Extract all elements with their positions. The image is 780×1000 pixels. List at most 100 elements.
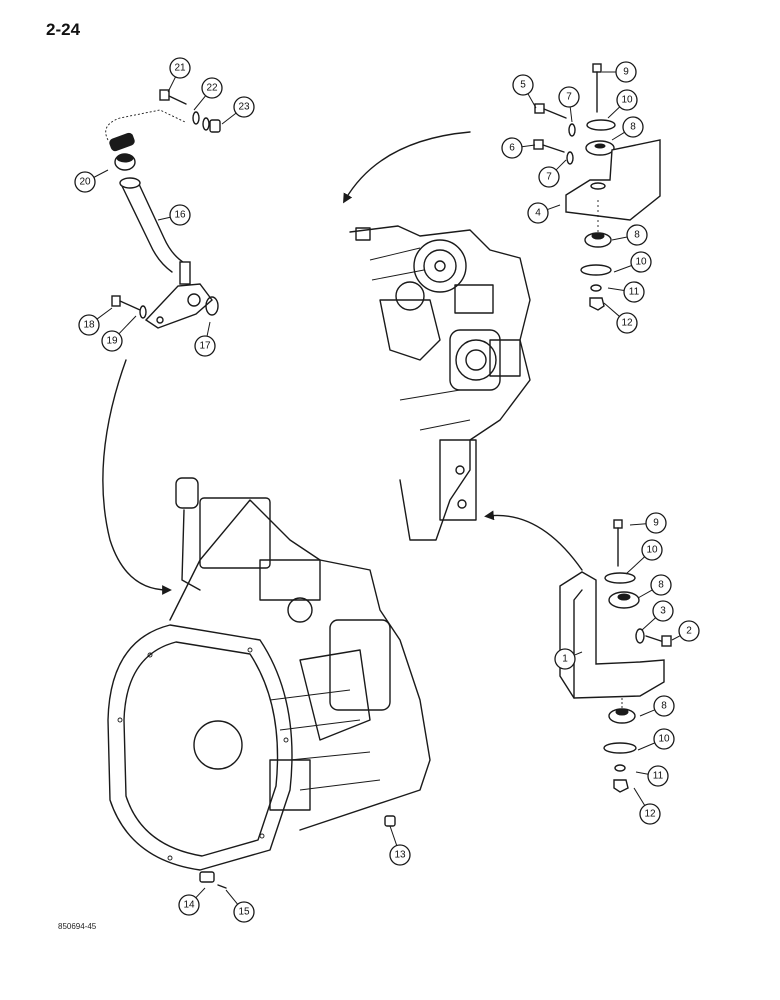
callout-circle (501, 137, 523, 159)
callout-number: 9 (653, 518, 659, 529)
callout-4: 4 (527, 202, 561, 224)
callout-number: 5 (520, 80, 526, 91)
callout-7: 7 (538, 159, 567, 188)
callout-5: 5 (512, 74, 537, 109)
callout-layer: 1234567788889910101010111112121314151617… (74, 57, 700, 923)
callout-8: 8 (637, 574, 672, 599)
callout-10: 10 (613, 251, 652, 273)
callout-15: 15 (225, 889, 255, 923)
callout-circle (194, 335, 216, 357)
callout-circle (678, 620, 700, 642)
callout-number: 10 (658, 734, 670, 745)
callout-leader (93, 169, 109, 178)
callout-leader (633, 787, 646, 806)
callout-3: 3 (641, 600, 674, 631)
callout-leader (607, 106, 621, 119)
callout-8: 8 (611, 224, 648, 246)
callout-11: 11 (635, 765, 669, 787)
callout-circle (645, 512, 667, 534)
callout-12: 12 (603, 302, 638, 334)
callout-circle (101, 330, 123, 352)
callout-number: 6 (509, 143, 515, 154)
callout-number: 8 (658, 580, 664, 591)
callout-number: 8 (634, 230, 640, 241)
callout-8: 8 (639, 695, 675, 717)
callout-number: 11 (629, 287, 640, 298)
callout-leader (521, 144, 536, 148)
callout-leader (157, 216, 171, 221)
callout-circle (616, 89, 638, 111)
callout-number: 13 (394, 850, 406, 861)
callout-leader (569, 106, 573, 123)
callout-leader (635, 771, 649, 775)
callout-number: 9 (623, 67, 629, 78)
callout-17: 17 (194, 321, 216, 357)
callout-number: 14 (183, 900, 195, 911)
callout-1: 1 (554, 648, 583, 670)
callout-number: 12 (621, 318, 633, 329)
callout-number: 2 (686, 626, 692, 637)
callout-leader (625, 556, 645, 575)
callout-leader (389, 825, 398, 846)
engine-front-view (349, 225, 531, 541)
callout-number: 16 (174, 210, 186, 221)
callout-leader (527, 93, 537, 109)
callout-10: 10 (625, 539, 663, 575)
callout-leader (629, 523, 647, 526)
callout-circle (650, 574, 672, 596)
callout-number: 3 (660, 606, 666, 617)
callout-6: 6 (501, 137, 536, 159)
callout-circle (527, 202, 549, 224)
callout-9: 9 (629, 512, 667, 534)
callout-circle (74, 171, 96, 193)
callout-circle (389, 844, 411, 866)
callout-circle (538, 166, 560, 188)
callout-number: 10 (635, 257, 647, 268)
callout-number: 1 (562, 654, 568, 665)
callout-leader (225, 889, 239, 905)
page-number: 2-24 (46, 20, 81, 39)
callout-circle (639, 803, 661, 825)
callout-circle (652, 600, 674, 622)
callout-12: 12 (633, 787, 661, 825)
callout-7: 7 (558, 86, 580, 123)
callout-leader (555, 159, 567, 171)
callout-number: 10 (646, 545, 658, 556)
callout-number: 23 (238, 102, 250, 113)
callout-9: 9 (602, 61, 637, 83)
callout-circle (626, 224, 648, 246)
callout-leader (641, 617, 656, 631)
callout-number: 22 (206, 83, 218, 94)
callout-circle (622, 116, 644, 138)
callout-leader (574, 651, 583, 656)
callout-leader (637, 589, 653, 599)
callout-leader (639, 709, 655, 717)
callout-2: 2 (671, 620, 700, 642)
callout-number: 12 (644, 809, 656, 820)
callout-circle (169, 57, 191, 79)
callout-circle (178, 894, 200, 916)
callout-number: 7 (566, 92, 572, 103)
callout-circle (615, 61, 637, 83)
callout-leader (96, 307, 113, 320)
callout-number: 8 (630, 122, 636, 133)
dipstick-cap (109, 132, 136, 171)
callout-20: 20 (74, 169, 109, 193)
callout-circle (653, 728, 675, 750)
callout-circle (630, 251, 652, 273)
callout-leader (118, 315, 137, 335)
rear-engine-mount-assembly (559, 519, 672, 793)
callout-circle (169, 204, 191, 226)
callout-18: 18 (78, 307, 113, 336)
callout-circle (78, 314, 100, 336)
callout-21: 21 (167, 57, 191, 93)
callout-number: 17 (199, 341, 211, 352)
callout-number: 7 (546, 172, 552, 183)
callout-number: 20 (79, 177, 91, 188)
callout-14: 14 (178, 887, 206, 916)
callout-number: 8 (661, 701, 667, 712)
front-engine-mount-assembly (533, 63, 661, 311)
callout-leader (206, 321, 211, 337)
